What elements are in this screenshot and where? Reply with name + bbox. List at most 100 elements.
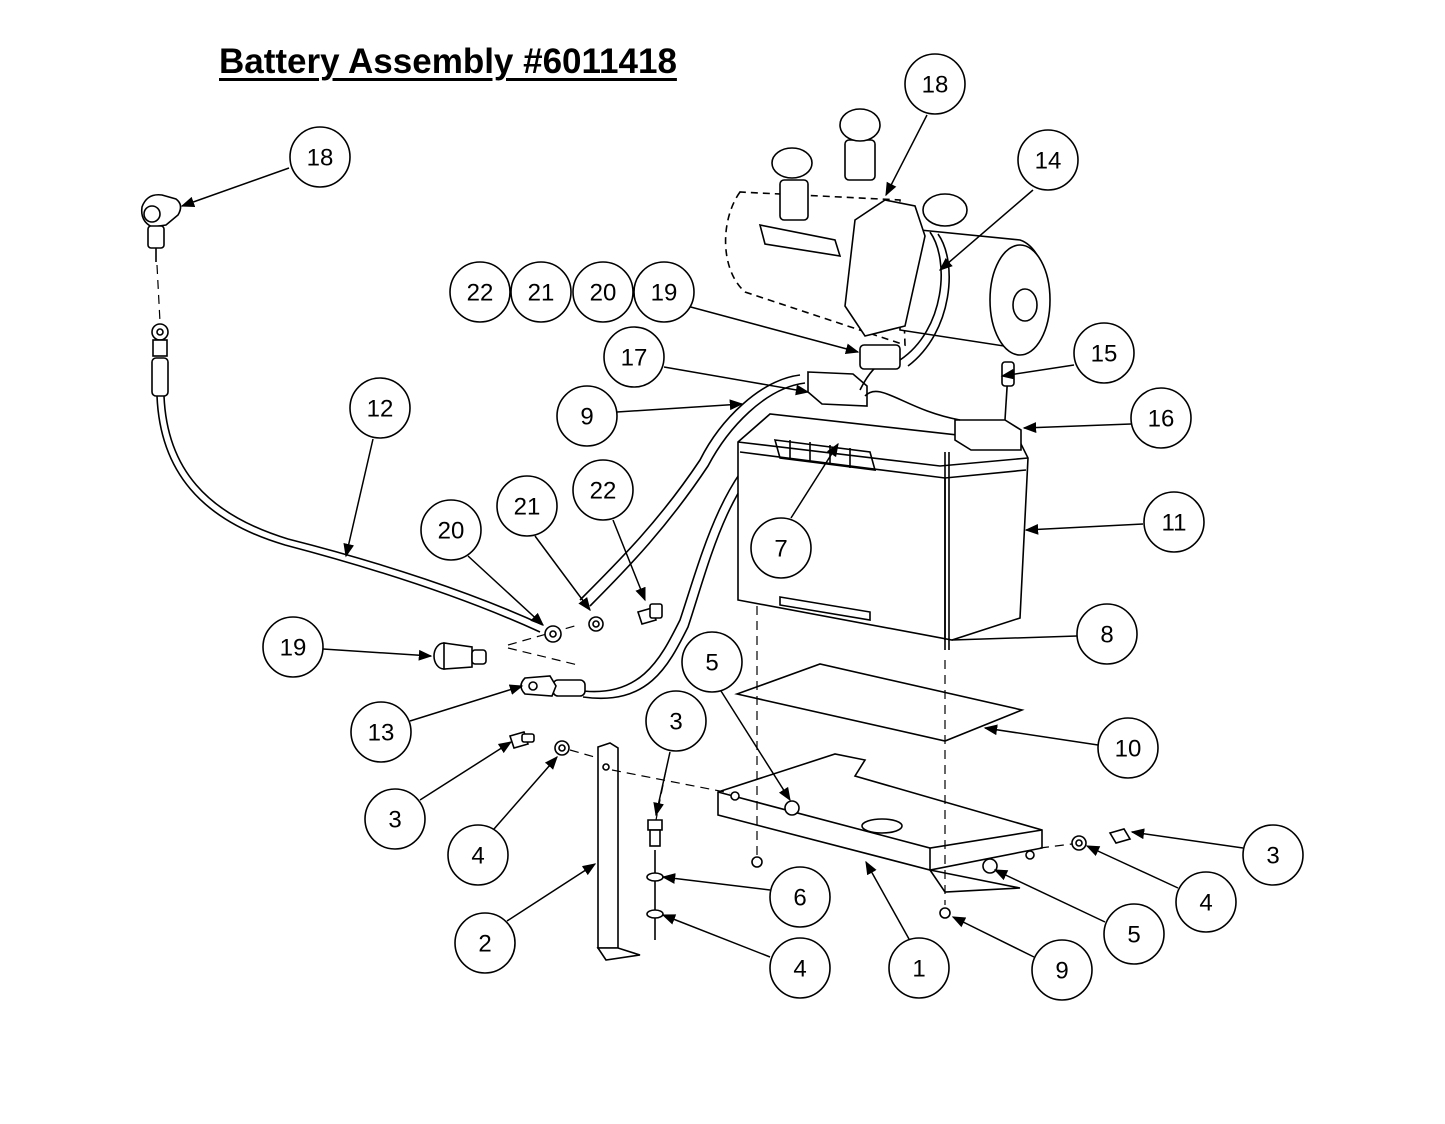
callout-circle <box>681 631 743 693</box>
callout-circle <box>1073 322 1135 384</box>
callout-14: 14 <box>1017 129 1079 191</box>
callout-number: 20 <box>590 280 617 307</box>
callout-8: 8 <box>1076 603 1138 665</box>
callout-9: 9 <box>1031 939 1093 1001</box>
callout-circle <box>1103 903 1165 965</box>
callout-number: 3 <box>388 807 401 834</box>
callout-18: 18 <box>904 53 966 115</box>
callout-number: 19 <box>651 280 678 307</box>
callout-20: 20 <box>420 499 482 561</box>
callout-18: 18 <box>289 126 351 188</box>
nut-part-2 <box>982 858 998 874</box>
callout-19: 19 <box>633 261 695 323</box>
callout-number: 2 <box>478 931 491 958</box>
callout-circle <box>904 53 966 115</box>
callout-3: 3 <box>1242 824 1304 886</box>
callout-number: 21 <box>528 280 555 307</box>
callout-circle <box>769 866 831 928</box>
callout-circle <box>454 912 516 974</box>
callout-19: 19 <box>262 616 324 678</box>
callout-circle <box>289 126 351 188</box>
callout-10: 10 <box>1097 717 1159 779</box>
callout-number: 5 <box>1127 922 1140 949</box>
cable-part <box>151 323 544 633</box>
callout-number: 11 <box>1162 510 1187 537</box>
callout-number: 14 <box>1035 148 1062 175</box>
terminal-part <box>433 642 487 670</box>
callout-number: 20 <box>438 518 465 545</box>
nut-part <box>784 800 800 816</box>
callout-5: 5 <box>681 631 743 693</box>
callout-4: 4 <box>447 824 509 886</box>
callout-circle <box>1097 717 1159 779</box>
hydraulic-pump-part <box>724 108 1051 370</box>
nut-part-3 <box>939 907 951 919</box>
terminal-boot-part <box>140 193 182 262</box>
callout-3: 3 <box>364 788 426 850</box>
callout-circle <box>769 937 831 999</box>
callout-16: 16 <box>1130 387 1192 449</box>
callout-number: 22 <box>467 280 494 307</box>
callout-circle <box>1031 939 1093 1001</box>
callout-circle <box>556 385 618 447</box>
callout-circle <box>449 261 511 323</box>
washer-part <box>544 603 663 643</box>
callout-circle <box>1175 871 1237 933</box>
callout-circle <box>1076 603 1138 665</box>
callout-22: 22 <box>449 261 511 323</box>
callout-number: 16 <box>1148 406 1175 433</box>
callout-number: 10 <box>1115 736 1142 763</box>
terminal-cover-part <box>954 419 1022 451</box>
callout-number: 15 <box>1091 341 1118 368</box>
callout-circle <box>510 261 572 323</box>
callout-6: 6 <box>769 866 831 928</box>
callout-circle <box>572 261 634 323</box>
callout-21: 21 <box>496 475 558 537</box>
callout-12: 12 <box>349 377 411 439</box>
callout-15: 15 <box>1073 322 1135 384</box>
callout-7: 7 <box>750 517 812 579</box>
diagram-title: Battery Assembly #6011418 <box>219 42 677 81</box>
callout-circle <box>1143 491 1205 553</box>
callout-circle <box>349 377 411 439</box>
callout-number: 9 <box>580 404 593 431</box>
callout-circle <box>1242 824 1304 886</box>
callout-1: 1 <box>888 937 950 999</box>
callout-number: 18 <box>307 145 334 172</box>
callout-number: 8 <box>1100 622 1113 649</box>
callout-circle <box>888 937 950 999</box>
callout-circle <box>603 326 665 388</box>
callout-9: 9 <box>556 385 618 447</box>
callout-number: 17 <box>621 345 648 372</box>
callout-circle <box>364 788 426 850</box>
callout-5: 5 <box>1103 903 1165 965</box>
battery-part <box>737 413 1029 641</box>
callout-17: 17 <box>603 326 665 388</box>
leader-lines <box>180 114 1244 958</box>
callout-3: 3 <box>645 690 707 752</box>
terminal-cover-part-2 <box>807 371 868 407</box>
callout-13: 13 <box>350 701 412 763</box>
callout-number: 6 <box>793 885 806 912</box>
callout-number: 4 <box>793 956 806 983</box>
callout-number: 3 <box>1266 843 1279 870</box>
callout-number: 18 <box>922 72 949 99</box>
callout-number: 9 <box>1055 958 1068 985</box>
callout-number: 7 <box>774 536 787 563</box>
callout-number: 19 <box>280 635 307 662</box>
callout-number: 12 <box>367 396 394 423</box>
callout-circle <box>1130 387 1192 449</box>
callout-number: 13 <box>368 720 395 747</box>
callout-circle <box>750 517 812 579</box>
callout-number: 3 <box>669 709 682 736</box>
callout-circle <box>572 459 634 521</box>
callout-2: 2 <box>454 912 516 974</box>
callout-number: 5 <box>705 650 718 677</box>
callout-circle <box>420 499 482 561</box>
bracket-part <box>596 742 641 961</box>
callout-circle <box>633 261 695 323</box>
callout-number: 4 <box>1199 890 1212 917</box>
callout-number: 22 <box>590 478 617 505</box>
callout-number: 1 <box>912 956 925 983</box>
callout-circle <box>496 475 558 537</box>
